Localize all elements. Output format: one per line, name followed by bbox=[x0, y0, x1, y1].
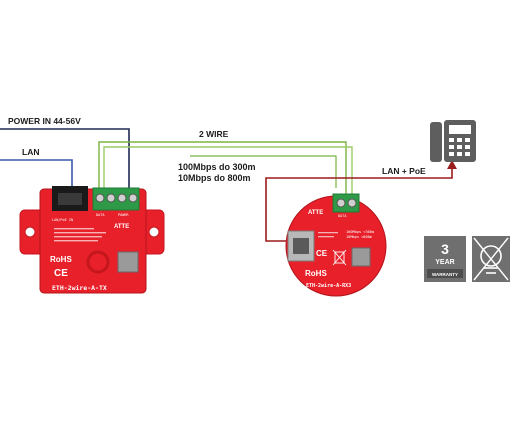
two-wire-line-a bbox=[98, 141, 347, 198]
tx-print-line bbox=[54, 232, 106, 234]
rx-print-line bbox=[318, 232, 338, 234]
tx-rj45-socket bbox=[58, 193, 82, 205]
tx-port-label: LAN/PoE IN bbox=[52, 218, 73, 222]
warranty-year: YEAR bbox=[435, 259, 454, 266]
power-wire bbox=[0, 128, 130, 192]
tx-screw-2 bbox=[106, 193, 116, 203]
rx-chip bbox=[351, 247, 371, 267]
two-wire-label: 2 WIRE bbox=[199, 129, 229, 139]
tx-mount-hole-right bbox=[148, 226, 160, 238]
ip-phone-icon bbox=[430, 120, 476, 162]
rx-spec-1: 100Mbps <300m bbox=[346, 230, 374, 234]
tx-brand-logo: ATTE bbox=[114, 224, 129, 230]
tx-print-line bbox=[54, 228, 94, 230]
lan-poe-label: LAN + PoE bbox=[382, 166, 426, 176]
tx-device: LAN/PoE IN DATA POWER ATTE RoHS CE ETH-2… bbox=[19, 186, 165, 294]
rx-rj45-socket bbox=[293, 238, 309, 254]
tx-terminal-label-power: POWER bbox=[118, 213, 129, 217]
rx-print-line bbox=[318, 236, 334, 238]
lan-wire bbox=[0, 159, 73, 190]
temperature-range-icon bbox=[472, 236, 510, 282]
lan-poe-arrow-icon bbox=[447, 160, 457, 169]
power-in-label: POWER IN 44-56V bbox=[8, 116, 81, 126]
warranty-badge-icon: 3 YEAR WARRANTY bbox=[424, 236, 466, 282]
rx-ce-mark: CE bbox=[316, 249, 328, 258]
tx-screw-3 bbox=[117, 193, 127, 203]
tx-print-line bbox=[54, 236, 102, 238]
tx-screw-4 bbox=[128, 193, 138, 203]
speed-label-2: 10Mbps do 800m bbox=[178, 173, 251, 183]
speed-label-1: 100Mbps do 300m bbox=[178, 162, 256, 172]
wires bbox=[0, 128, 457, 242]
warranty-label: WARRANTY bbox=[432, 272, 458, 277]
rx-screw-1 bbox=[336, 198, 346, 208]
rx-terminal-block bbox=[332, 193, 360, 213]
tx-ce-mark: CE bbox=[54, 268, 68, 279]
tx-screw-1 bbox=[95, 193, 105, 203]
tx-inductor bbox=[86, 250, 110, 274]
tx-terminal-block bbox=[92, 187, 140, 211]
tx-print-line bbox=[54, 240, 98, 242]
speed-line bbox=[190, 155, 337, 188]
tx-model-label: ETH-2wire-A-TX bbox=[52, 284, 107, 292]
warranty-number: 3 bbox=[441, 241, 449, 257]
rx-brand-logo: ATTE bbox=[308, 210, 323, 216]
two-wire-line-b bbox=[103, 146, 353, 198]
rx-rohs-mark: RoHS bbox=[305, 269, 327, 278]
lan-poe-wire bbox=[265, 166, 453, 242]
rx-terminal-label: DATA bbox=[338, 214, 347, 218]
tx-rohs-mark: RoHS bbox=[50, 255, 72, 264]
lan-label: LAN bbox=[22, 147, 39, 157]
tx-mount-hole-left bbox=[24, 226, 36, 238]
rx-spec-2: 10Mbps <800m bbox=[346, 235, 372, 239]
tx-chip bbox=[117, 251, 139, 273]
tx-terminal-label-data: DATA bbox=[96, 213, 105, 217]
rx-screw-2 bbox=[347, 198, 357, 208]
rx-model-label: ETH-2wire-A-RX3 bbox=[306, 283, 351, 289]
weee-bin-icon bbox=[332, 249, 347, 266]
rx-device: DATA ATTE 100Mbps <300m 10Mbps <800m CE … bbox=[285, 193, 387, 297]
